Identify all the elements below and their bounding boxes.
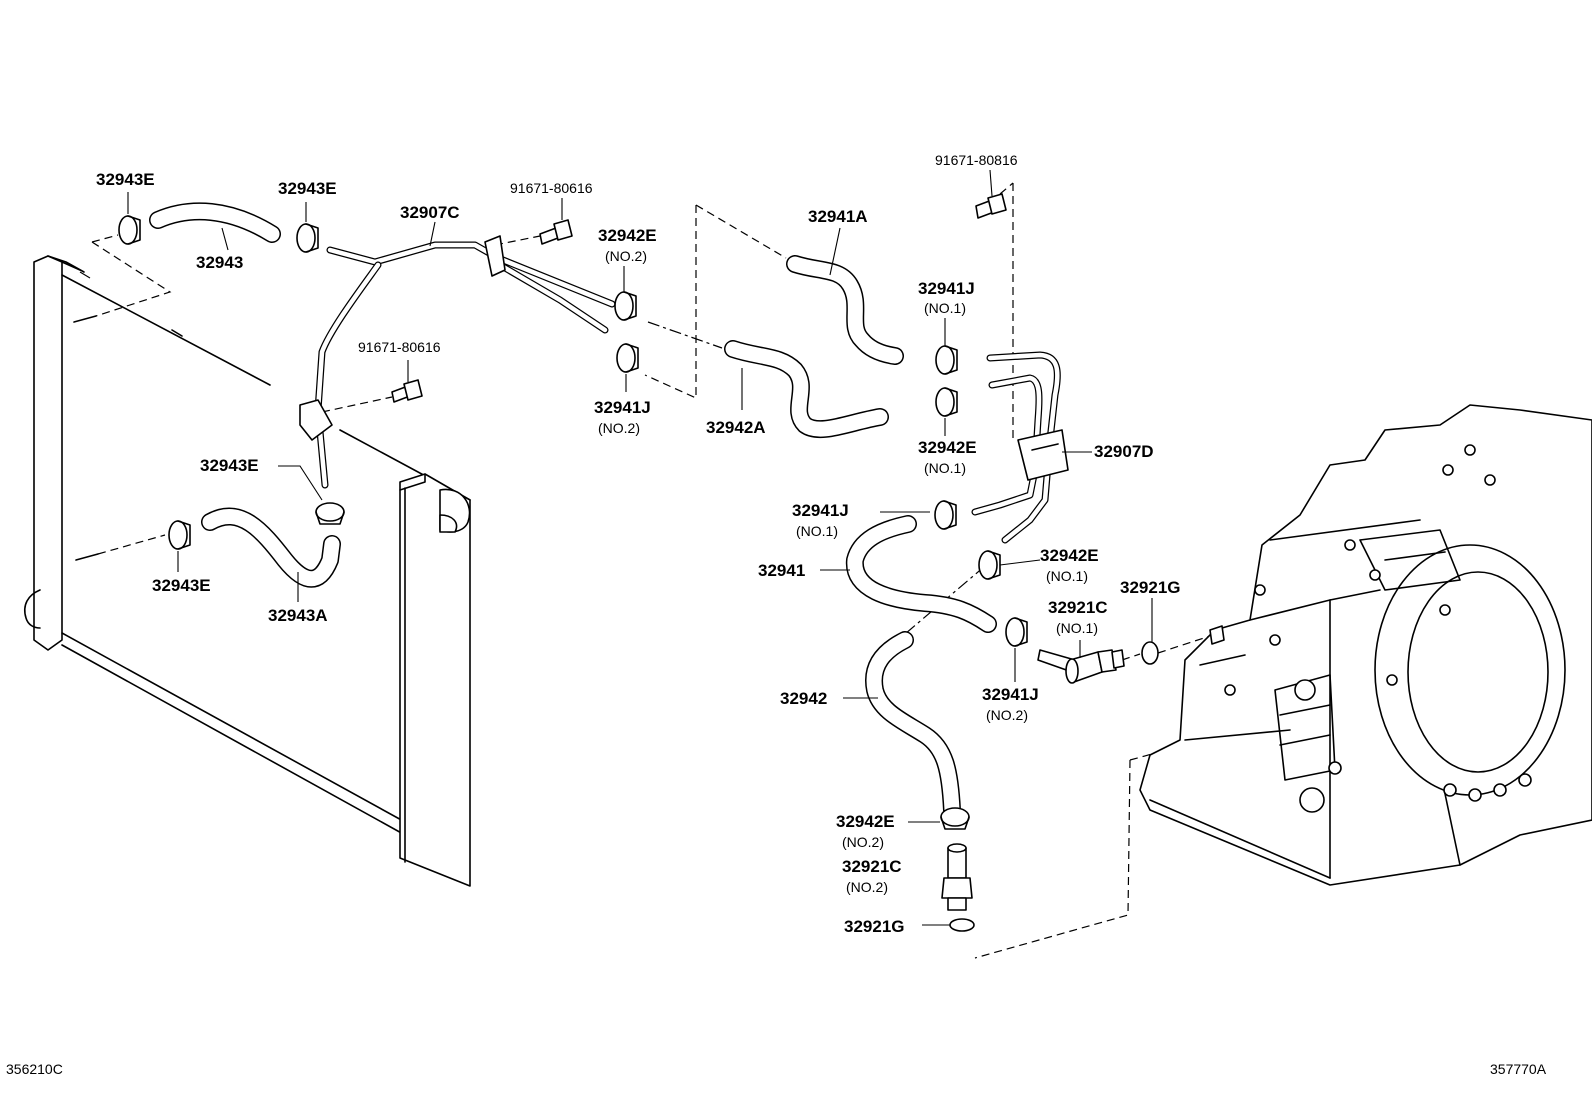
label-32943E-d: 32943E (152, 576, 211, 595)
oring-32921G-bottom (949, 918, 975, 932)
clamp-32941J-no1-top (935, 345, 958, 375)
label-32943: 32943 (196, 253, 243, 272)
label-32941A: 32941A (808, 207, 868, 226)
label-32942E-no2-top-sub: (NO.2) (605, 248, 647, 264)
clamp-32942E-no2-bottom (940, 807, 970, 830)
label-32942E-no1-right-sub: (NO.1) (1046, 568, 1088, 584)
label-32921G-right: 32921G (1120, 578, 1181, 597)
label-32907D: 32907D (1094, 442, 1154, 461)
label-32941: 32941 (758, 561, 805, 580)
label-32943A: 32943A (268, 606, 328, 625)
label-32942A: 32942A (706, 418, 766, 437)
unions (941, 641, 1159, 932)
clamp-32943E-c (315, 502, 345, 525)
clamp-32943E-b (296, 223, 319, 253)
label-32921C-no1-sub: (NO.1) (1056, 620, 1098, 636)
bolt-91671-80816-right (975, 193, 1007, 219)
clamp-32942E-no1-mid (935, 387, 958, 417)
clamp-32942E-no1-right (978, 550, 1001, 580)
brackets (299, 235, 1069, 481)
union-32921C-no1 (1037, 649, 1125, 684)
label-32941J-no1-left: 32941J (792, 501, 849, 520)
illustration-code-right: 357770A (1490, 1061, 1547, 1077)
label-32941J-no1-left-sub: (NO.1) (796, 523, 838, 539)
label-32941J-no2-left: 32941J (594, 398, 651, 417)
clamp-32943E-d (168, 520, 191, 550)
label-32943E-c: 32943E (200, 456, 259, 475)
part-labels: 32943E 32943E 32943 32907C 91671-80616 9… (96, 152, 1181, 936)
radiator (24, 255, 471, 887)
label-32921G-bottom: 32921G (844, 917, 905, 936)
label-32921C-no2: 32921C (842, 857, 902, 876)
clamp-32942E-no2-top (614, 291, 637, 321)
label-32942E-no1-mid: 32942E (918, 438, 977, 457)
label-32941J-no2-left-sub: (NO.2) (598, 420, 640, 436)
label-32941J-no2-right: 32941J (982, 685, 1039, 704)
label-32941J-no1-top: 32941J (918, 279, 975, 298)
label-32942E-no1-right: 32942E (1040, 546, 1099, 565)
clamp-32941J-no2-left (616, 343, 639, 373)
label-32942E-no2-bottom: 32942E (836, 812, 895, 831)
bolt-91671-80616-top (539, 219, 573, 245)
illustration-code-left: 356210C (6, 1061, 63, 1077)
label-bolt-right: 91671-80816 (935, 152, 1018, 168)
label-32942E-no2-top: 32942E (598, 226, 657, 245)
bolt-91671-80616-mid (391, 379, 423, 403)
label-32942: 32942 (780, 689, 827, 708)
label-32942E-no2-bottom-sub: (NO.2) (842, 834, 884, 850)
label-32943E-a: 32943E (96, 170, 155, 189)
label-32921C-no1: 32921C (1048, 598, 1108, 617)
union-32921C-no2 (941, 843, 973, 911)
clamp-32943E-a (118, 215, 141, 245)
label-32942E-no1-mid-sub: (NO.1) (924, 460, 966, 476)
leader-lines (91, 182, 1211, 959)
label-32943E-b: 32943E (278, 179, 337, 198)
clamp-32941J-no1-left (934, 500, 957, 530)
bolts (391, 193, 1007, 403)
label-bolt-mid: 91671-80616 (358, 339, 441, 355)
hoses (149, 202, 997, 819)
transmission-housing (1139, 404, 1592, 886)
oring-32921G-right (1141, 641, 1159, 665)
label-32907C: 32907C (400, 203, 460, 222)
clamps (118, 215, 1028, 830)
clamp-32941J-no2-right (1005, 617, 1028, 647)
label-32921C-no2-sub: (NO.2) (846, 879, 888, 895)
label-32941J-no2-right-sub: (NO.2) (986, 707, 1028, 723)
label-32941J-no1-top-sub: (NO.1) (924, 300, 966, 316)
label-leaders (127, 169, 1153, 926)
label-bolt-top: 91671-80616 (510, 180, 593, 196)
